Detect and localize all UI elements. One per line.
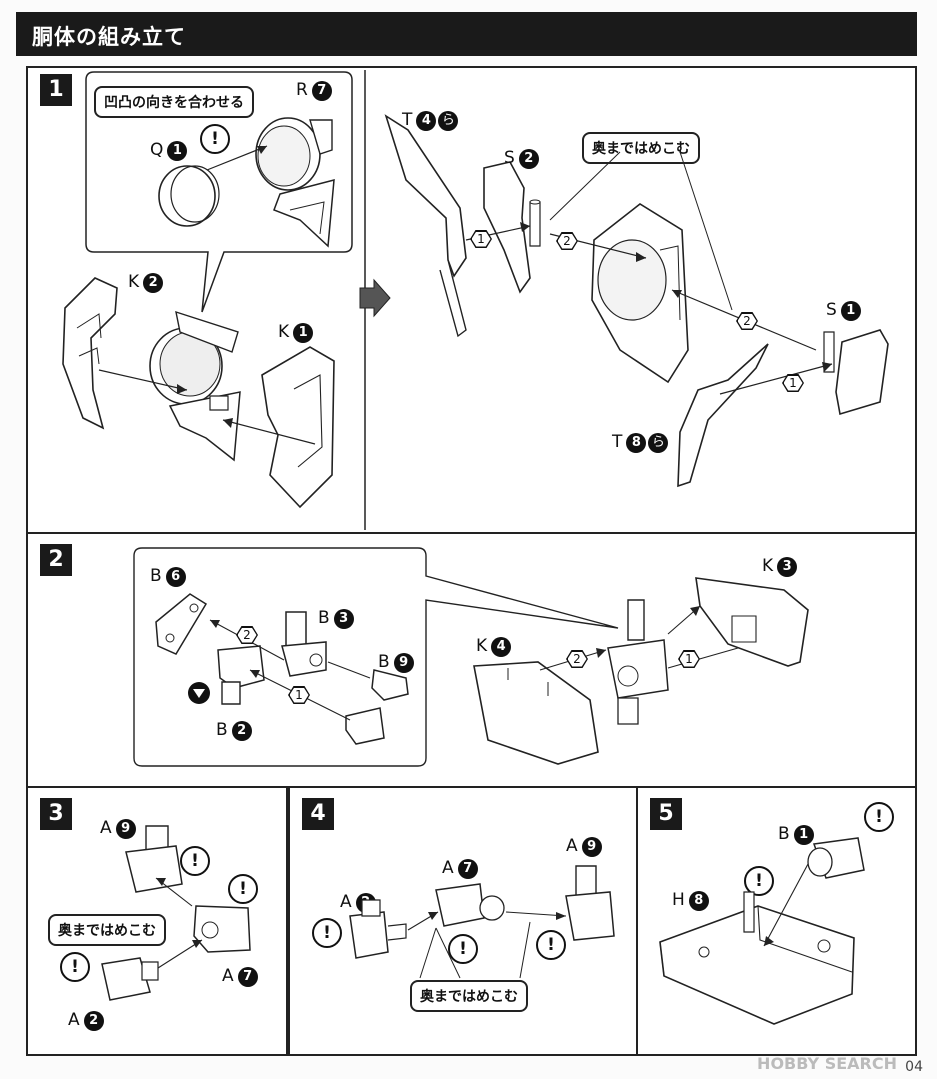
step-1-arrows-right <box>460 140 860 400</box>
align-callout: 凹凸の向きを合わせる <box>94 86 254 118</box>
caution-icon: ! <box>228 874 258 904</box>
step-5-parts-drawing <box>654 826 904 1046</box>
caution-icon: ! <box>744 866 774 896</box>
push-in-callout-3: 奥まではめこむ <box>48 914 166 946</box>
step-2-main-assembly-drawing <box>468 570 818 770</box>
step-3-parts-drawing <box>96 822 266 1022</box>
next-arrow-icon <box>358 278 392 318</box>
order-2-mark: 2 <box>736 312 758 330</box>
caution-icon: ! <box>448 934 478 964</box>
part-chest-shell-drawing <box>580 200 710 390</box>
order-2-mark: 2 <box>236 626 258 644</box>
part-s2-drawing <box>474 158 564 298</box>
caution-icon: ! <box>60 952 90 982</box>
spiral-icon: ら <box>648 433 669 453</box>
push-in-callout-1: 奥まではめこむ <box>582 132 700 164</box>
caution-icon: ! <box>180 846 210 876</box>
indicator-icon <box>188 682 210 704</box>
page-number: 04 <box>905 1059 923 1075</box>
caution-icon: ! <box>200 124 230 154</box>
step-4-number: 4 <box>302 798 334 830</box>
step-4-parts-drawing <box>340 866 630 986</box>
detail-bubble <box>134 548 624 768</box>
watermark: HOBBY SEARCH <box>757 1054 897 1073</box>
caution-icon: ! <box>864 802 894 832</box>
step-3-number: 3 <box>40 798 72 830</box>
caution-icon: ! <box>312 918 342 948</box>
part-s1-drawing <box>818 322 898 422</box>
bubble-arrow <box>205 140 275 180</box>
part-t8-drawing <box>668 340 778 490</box>
order-1-mark: 1 <box>288 686 310 704</box>
order-2-mark: 2 <box>556 232 578 250</box>
step-2-number: 2 <box>40 544 72 576</box>
part-k2-drawing <box>55 268 125 438</box>
step-5-number: 5 <box>650 798 682 830</box>
part-t4-drawing <box>378 110 478 340</box>
section-header: 胴体の組み立て <box>16 12 917 56</box>
order-1-mark: 1 <box>678 650 700 668</box>
section-title: 胴体の組み立て <box>32 25 186 49</box>
step-1-number: 1 <box>40 74 72 106</box>
step-1-arrows-left <box>95 360 335 460</box>
caution-icon: ! <box>536 930 566 960</box>
part-body-core-drawing <box>140 310 260 470</box>
push-in-callout-4: 奥まではめこむ <box>410 980 528 1012</box>
part-r7-drawing <box>250 110 350 250</box>
part-q1-drawing <box>155 160 225 230</box>
order-1-mark: 1 <box>470 230 492 248</box>
part-k1-drawing <box>250 335 360 515</box>
order-1-mark: 1 <box>782 374 804 392</box>
step-2-small-parts-drawing <box>150 590 420 750</box>
order-2-mark: 2 <box>566 650 588 668</box>
spiral-icon: ら <box>438 111 459 131</box>
